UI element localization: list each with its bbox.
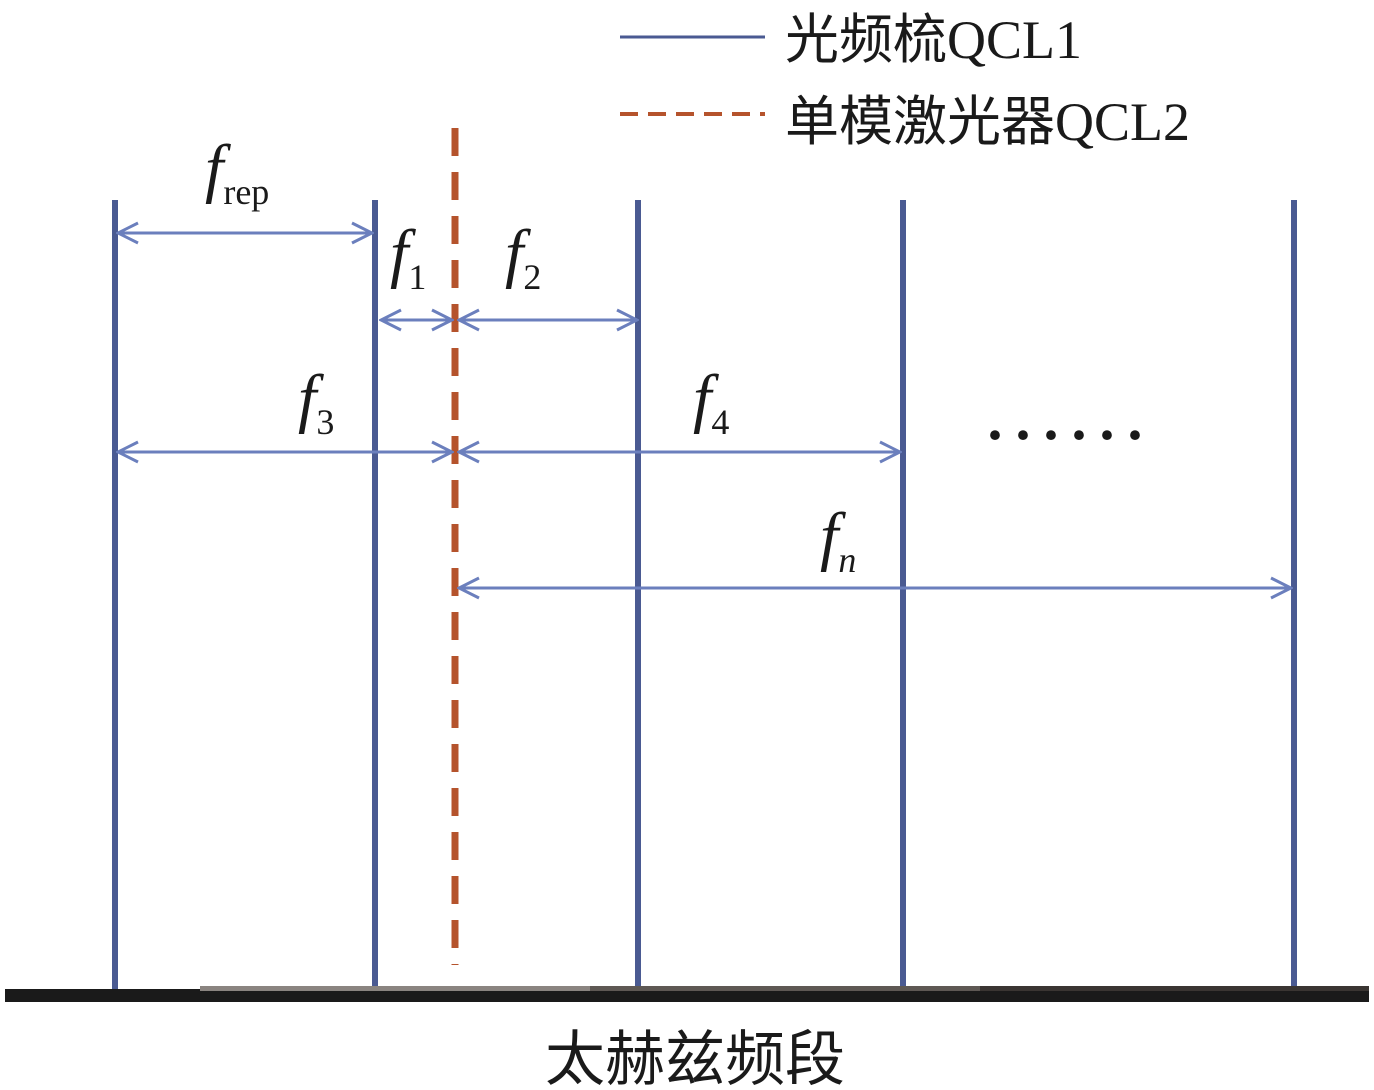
label-f4: f4 — [693, 362, 729, 442]
label-f1: f1 — [390, 217, 426, 297]
legend-comb-label: 光频梳QCL1 — [785, 10, 1082, 70]
frequency-arrows — [118, 233, 1291, 588]
label-f-rep: frep — [205, 132, 269, 212]
legend: 光频梳QCL1 单模激光器QCL2 — [620, 10, 1190, 152]
label-fn: fn — [820, 500, 856, 580]
axis-bar-dark — [5, 989, 1369, 1002]
axis-label: 太赫兹频段 — [545, 1027, 845, 1090]
ellipsis: ······ — [985, 402, 1153, 468]
frequency-labels: frep f1 f2 f3 f4 fn ······ — [205, 132, 1153, 580]
comb-lines — [112, 200, 1297, 993]
axis-bar-highlight-2 — [590, 986, 980, 991]
label-f3: f3 — [298, 362, 334, 442]
legend-single-mode-label: 单模激光器QCL2 — [785, 92, 1190, 152]
frequency-axis — [5, 986, 1369, 1002]
axis-bar-highlight-3 — [980, 986, 1369, 991]
label-f2: f2 — [505, 217, 541, 297]
axis-bar-highlight-1 — [200, 986, 590, 991]
